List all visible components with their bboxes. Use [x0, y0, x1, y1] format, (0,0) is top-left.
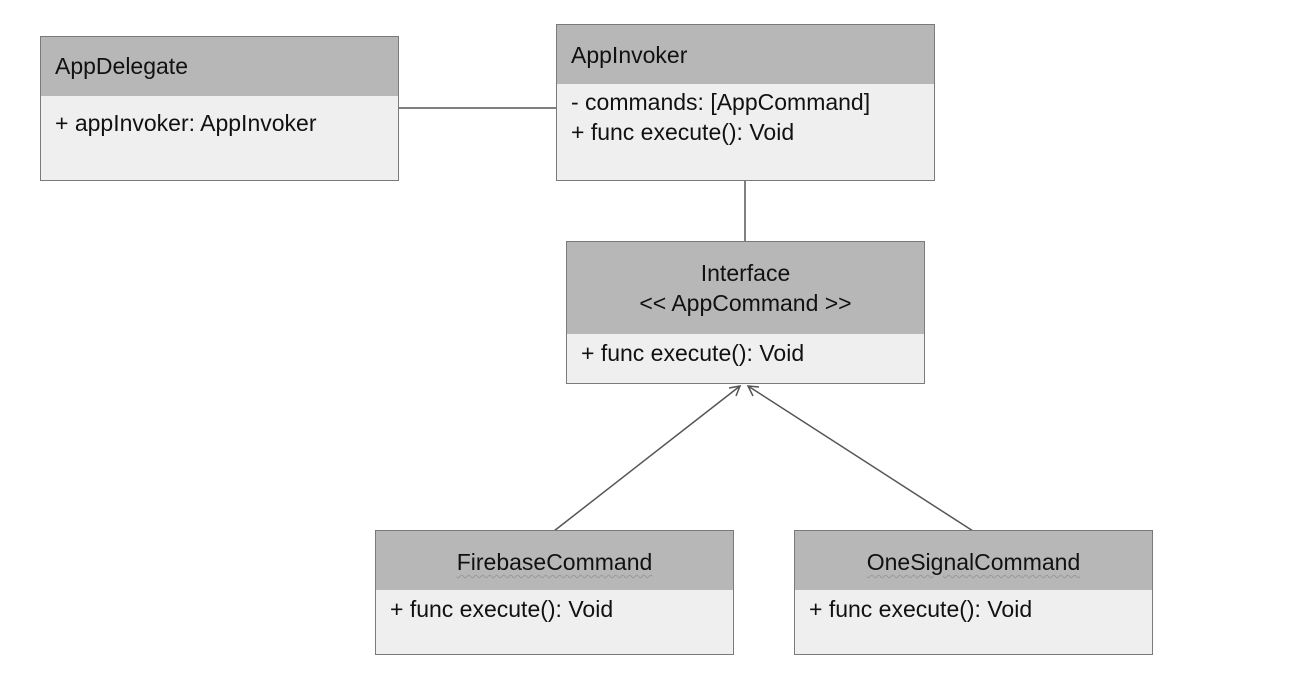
class-header: FirebaseCommand	[376, 531, 733, 590]
class-app-invoker: AppInvoker - commands: [AppCommand] + fu…	[556, 24, 935, 181]
realization-line-onesignal	[747, 385, 974, 532]
class-member: + func execute(): Void	[809, 596, 1033, 622]
class-header: Interface << AppCommand >>	[567, 242, 924, 334]
class-name: AppDelegate	[55, 53, 188, 79]
class-member: + appInvoker: AppInvoker	[55, 110, 317, 136]
class-app-delegate: AppDelegate + appInvoker: AppInvoker	[40, 36, 399, 181]
interface-app-command: Interface << AppCommand >> + func execut…	[566, 241, 925, 384]
class-name: FirebaseCommand	[456, 549, 653, 575]
interface-stereotype: Interface	[700, 260, 791, 286]
arrowhead-firebase	[728, 385, 742, 397]
class-firebase-command: FirebaseCommand + func execute(): Void	[375, 530, 734, 655]
class-body: + func execute(): Void	[567, 334, 924, 368]
class-body: + func execute(): Void	[376, 590, 733, 624]
class-name: OneSignalCommand	[866, 549, 1081, 575]
class-member: + func execute(): Void	[571, 119, 795, 145]
class-member: - commands: [AppCommand]	[571, 89, 871, 115]
class-header: OneSignalCommand	[795, 531, 1152, 590]
class-member: + func execute(): Void	[390, 596, 614, 622]
class-body: - commands: [AppCommand] + func execute(…	[557, 84, 934, 147]
class-body: + func execute(): Void	[795, 590, 1152, 624]
class-header: AppInvoker	[557, 25, 934, 84]
class-body: + appInvoker: AppInvoker	[41, 96, 398, 138]
class-header: AppDelegate	[41, 37, 398, 96]
arrowhead-onesignal	[746, 385, 760, 397]
class-onesignal-command: OneSignalCommand + func execute(): Void	[794, 530, 1153, 655]
class-member: + func execute(): Void	[581, 340, 805, 366]
realization-line-firebase	[553, 385, 741, 532]
class-name: << AppCommand >>	[639, 290, 852, 316]
class-name: AppInvoker	[571, 42, 688, 68]
